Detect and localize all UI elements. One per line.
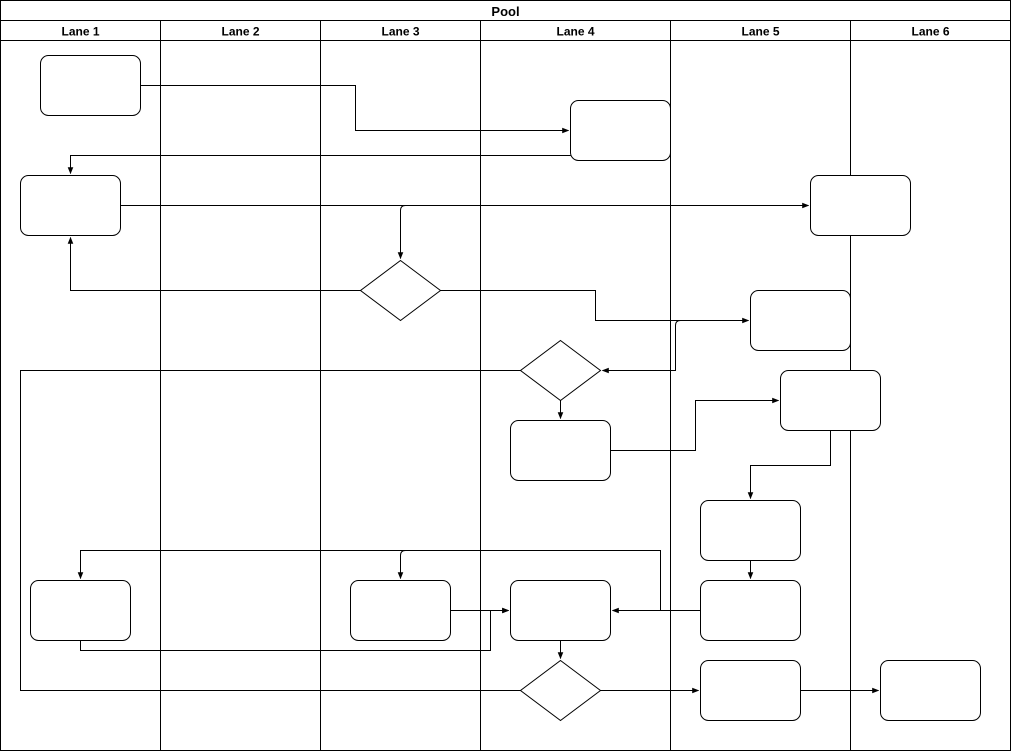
process-box[interactable] [20,175,121,236]
process-box[interactable] [700,660,801,721]
process-box[interactable] [510,420,611,481]
connector[interactable] [397,550,406,580]
connector[interactable] [20,370,521,691]
process-box[interactable] [30,580,131,641]
process-box[interactable] [350,580,451,641]
process-box[interactable] [40,55,141,116]
connector[interactable] [747,430,831,500]
pool-title: Pool [491,4,519,19]
lane-6-label: Lane 6 [911,25,949,39]
lane-5-label: Lane 5 [741,25,779,39]
decision-diamond[interactable] [359,259,442,322]
decision-diamond[interactable] [519,659,602,722]
process-box[interactable] [750,290,851,351]
process-box[interactable] [510,580,611,641]
connector[interactable] [601,320,681,374]
process-box[interactable] [700,500,801,561]
lane-1-label: Lane 1 [61,25,99,39]
connector[interactable] [140,85,570,134]
connector[interactable] [80,607,510,651]
process-box[interactable] [700,580,801,641]
process-box[interactable] [810,175,911,236]
process-box[interactable] [880,660,981,721]
process-box[interactable] [570,100,671,161]
connector[interactable] [67,155,571,175]
connector[interactable] [67,236,361,291]
lane-3-label: Lane 3 [381,25,419,39]
connector[interactable] [77,550,701,611]
connector[interactable] [440,290,750,324]
decision-diamond[interactable] [519,339,602,402]
connector[interactable] [610,397,780,451]
connector[interactable] [397,205,406,260]
lane-4-label: Lane 4 [556,25,594,39]
process-box[interactable] [780,370,881,431]
lane-2-label: Lane 2 [221,25,259,39]
